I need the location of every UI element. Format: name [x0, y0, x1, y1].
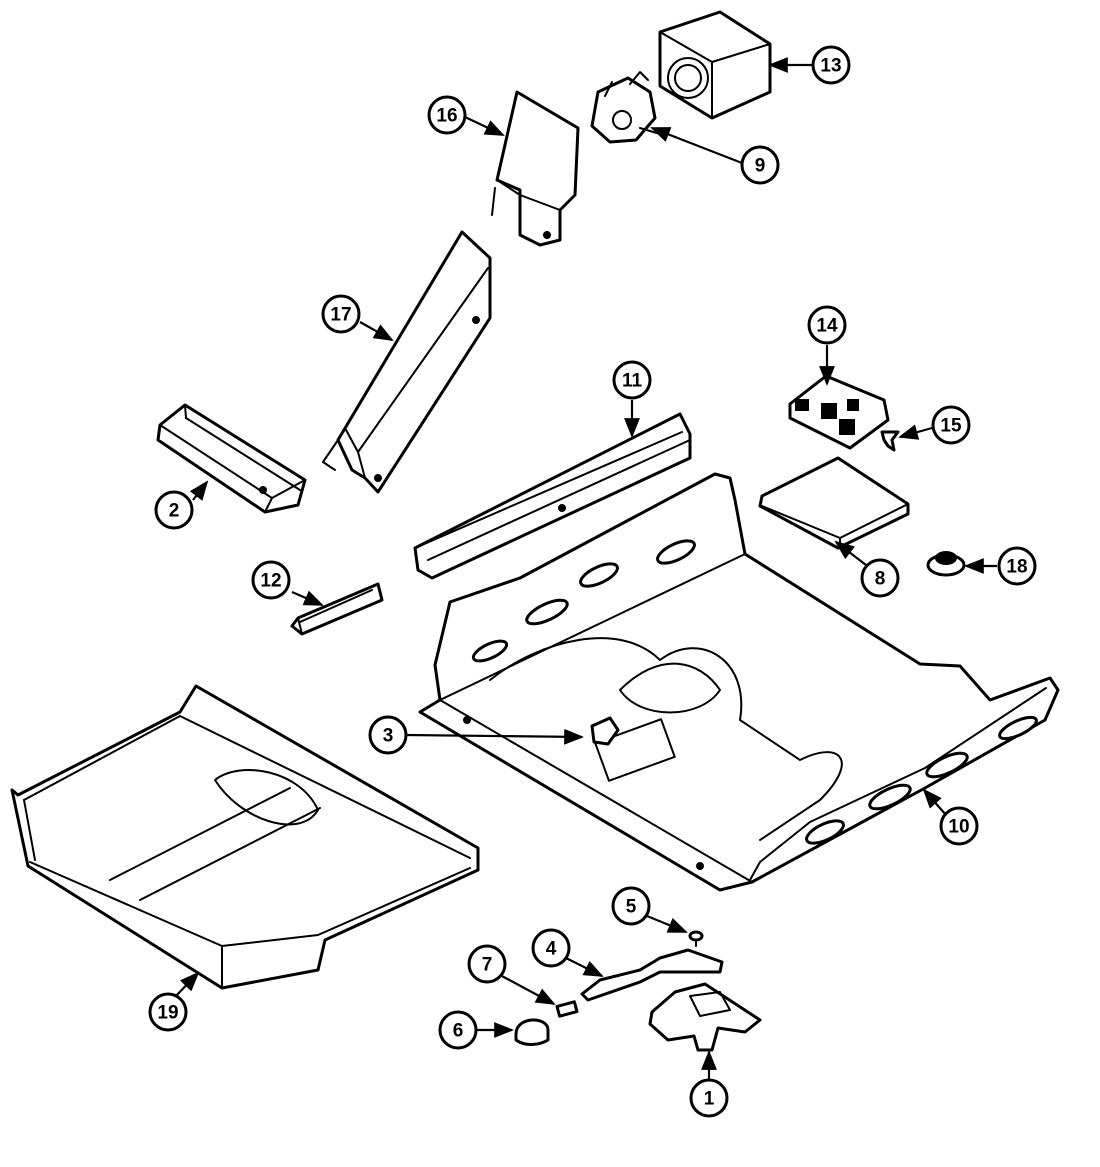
svg-text:5: 5 [626, 897, 637, 918]
svg-text:6: 6 [453, 1021, 464, 1042]
part-18-cap [926, 551, 966, 577]
callout-18: 18 [997, 546, 1037, 586]
part-11-rail [413, 412, 692, 580]
svg-text:10: 10 [948, 817, 969, 838]
callout-11: 11 [612, 360, 652, 400]
svg-text:8: 8 [875, 569, 886, 590]
part-13-housing [658, 10, 772, 120]
part-8-plate [758, 456, 910, 550]
svg-text:19: 19 [157, 1003, 178, 1024]
part-15-clip [880, 430, 900, 452]
callout-15: 15 [931, 405, 971, 445]
part-1-latch [648, 982, 762, 1052]
part-19-tray [10, 684, 480, 990]
callout-4: 4 [531, 928, 571, 968]
svg-text:18: 18 [1006, 557, 1027, 578]
callout-6: 6 [438, 1010, 478, 1050]
callout-16: 16 [427, 95, 467, 135]
part-4-lever [580, 948, 724, 1002]
callout-2: 2 [154, 490, 194, 530]
svg-text:17: 17 [330, 305, 351, 326]
callout-14: 14 [807, 305, 847, 345]
part-3-switch [590, 716, 620, 746]
callout-13: 13 [811, 45, 851, 85]
part-5-screw [688, 930, 704, 947]
svg-text:2: 2 [169, 501, 180, 522]
callout-12: 12 [251, 560, 291, 600]
part-7-block [555, 1000, 579, 1018]
callout-19: 19 [148, 992, 188, 1032]
svg-text:11: 11 [622, 371, 643, 392]
svg-text:3: 3 [383, 726, 394, 747]
callout-8: 8 [860, 558, 900, 598]
part-10-base-pan [418, 472, 1060, 892]
svg-text:1: 1 [704, 1089, 715, 1110]
svg-text:13: 13 [820, 56, 841, 77]
leader-lines [173, 57, 997, 1079]
callout-9: 9 [740, 145, 780, 185]
svg-text:14: 14 [816, 316, 838, 337]
svg-text:7: 7 [482, 955, 493, 976]
part-17-channel [322, 230, 492, 494]
svg-text:4: 4 [546, 939, 557, 960]
svg-text:15: 15 [940, 416, 962, 437]
part-2-bracket [156, 403, 307, 514]
part-9-valve [590, 71, 661, 144]
callout-17: 17 [321, 294, 361, 334]
svg-text:12: 12 [260, 571, 281, 592]
callout-3: 3 [368, 715, 408, 755]
part-16-deflector [491, 90, 580, 247]
svg-text:9: 9 [755, 156, 766, 177]
part-12-small-bracket [290, 582, 384, 636]
part-6-knob [514, 1018, 550, 1046]
part-14-board [788, 374, 890, 450]
callout-10: 10 [939, 806, 979, 846]
callout-1: 1 [689, 1078, 729, 1118]
callout-7: 7 [467, 944, 507, 984]
callout-5: 5 [611, 886, 651, 926]
svg-text:16: 16 [436, 106, 457, 127]
